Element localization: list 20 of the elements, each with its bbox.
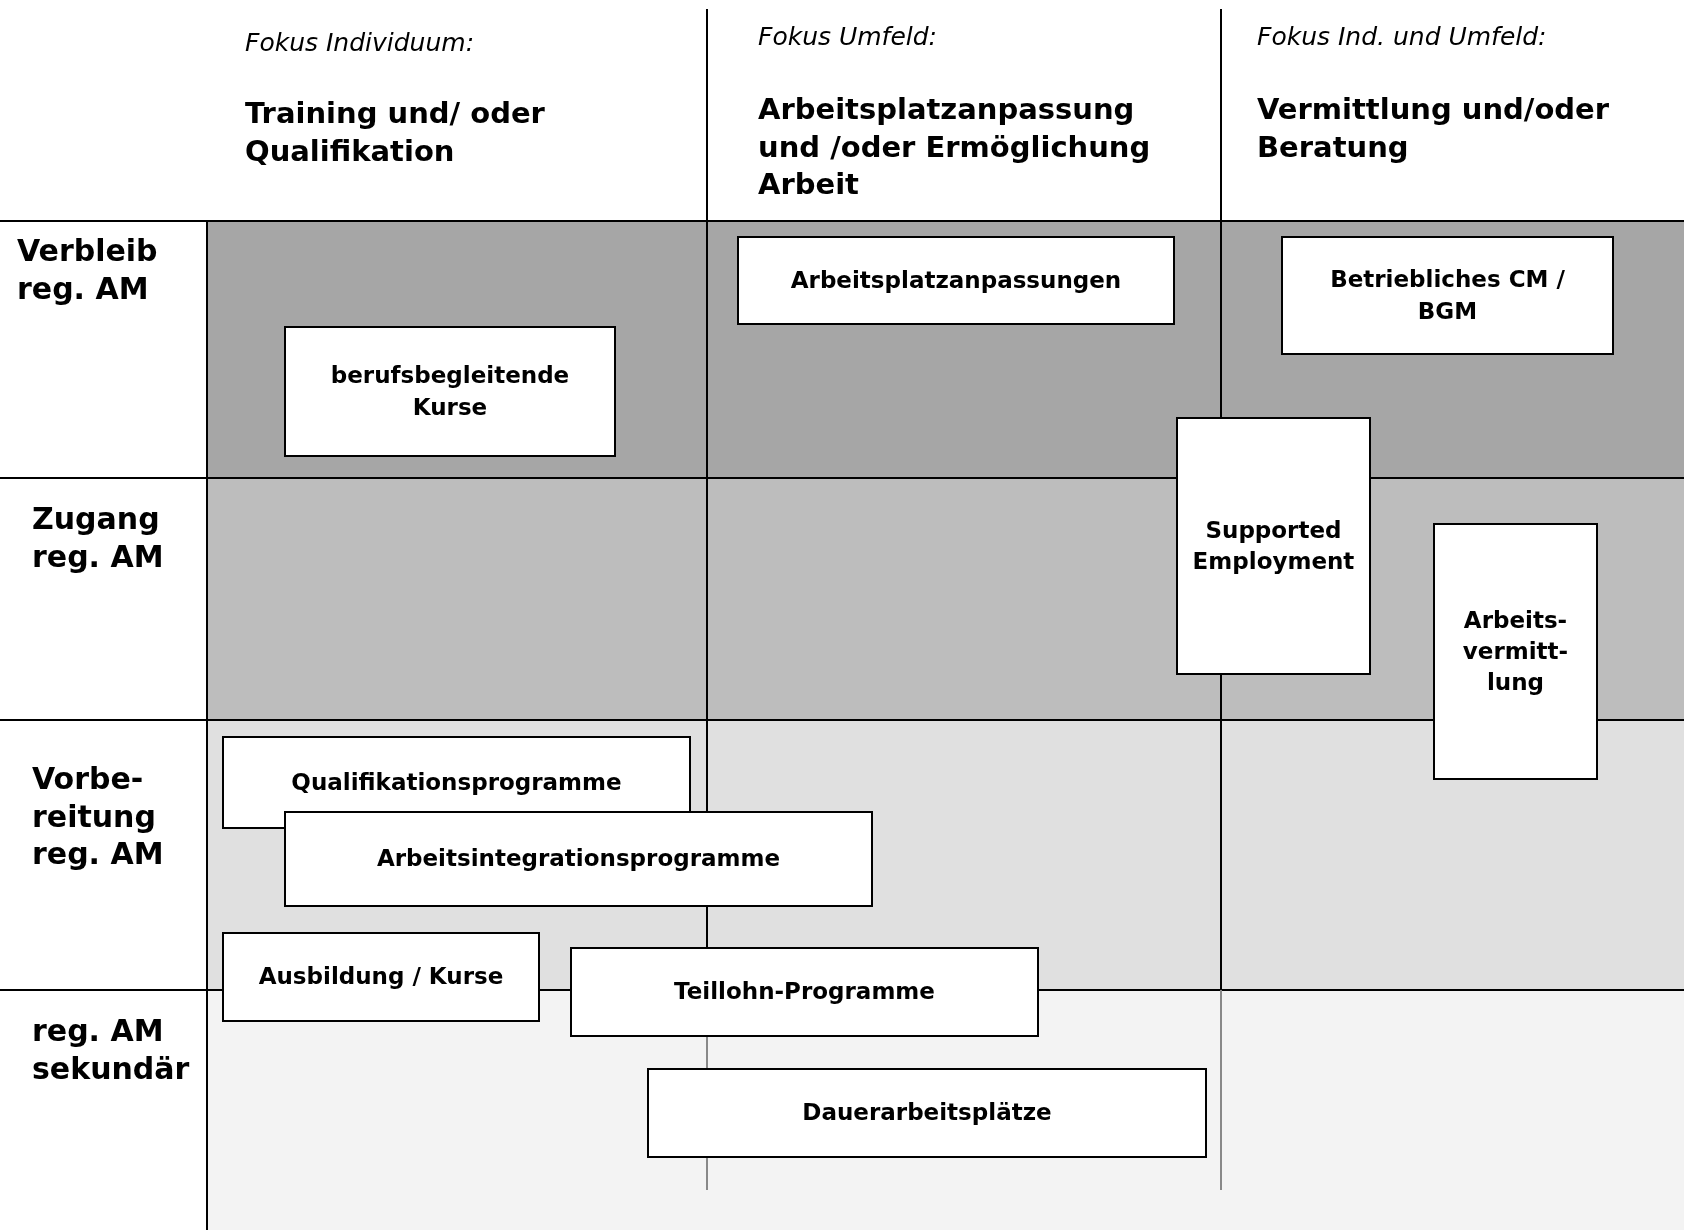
column-title: Training und/ oder Qualifikation bbox=[245, 95, 546, 170]
box-text: Betriebliches CM / BGM bbox=[1329, 265, 1566, 326]
column-title: Vermittlung und/oder Beratung bbox=[1257, 91, 1611, 166]
row-heading: Vorbe- reitung reg. AM bbox=[32, 760, 165, 873]
box-text: Arbeitsplatzanpassungen bbox=[790, 265, 1122, 295]
column-heading: Fokus Umfeld: bbox=[758, 22, 939, 51]
box-text: Ausbildung / Kurse bbox=[258, 962, 504, 992]
box-text: Arbeits- vermitt- lung bbox=[1461, 605, 1570, 697]
box-text: Qualifikationsprogramme bbox=[291, 767, 622, 797]
row-heading: Verbleib reg. AM bbox=[17, 232, 159, 307]
row-heading: reg. AM sekundär bbox=[32, 1012, 191, 1087]
column-heading: Fokus Ind. und Umfeld: bbox=[1257, 22, 1548, 51]
box-text: berufsbegleitende Kurse bbox=[329, 361, 571, 422]
column-title: Arbeitsplatzanpassung und /oder Ermöglichung Arbeit bbox=[758, 91, 1152, 204]
box-text: Arbeitsintegrationsprogramme bbox=[376, 844, 781, 874]
row-heading: Zugang reg. AM bbox=[32, 500, 165, 575]
column-heading: Fokus Individuum: bbox=[245, 28, 476, 57]
box-text: Dauerarbeitsplätze bbox=[802, 1098, 1052, 1128]
box-text: Teillohn-Programme bbox=[674, 977, 935, 1007]
box-text: Supported Employment bbox=[1191, 515, 1356, 576]
